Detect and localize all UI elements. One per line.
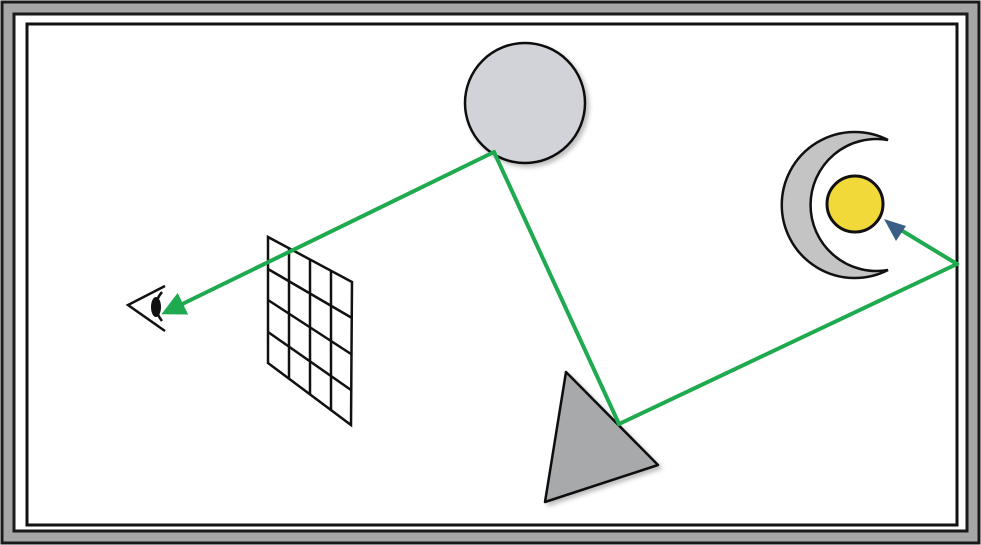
eye-icon bbox=[125, 284, 166, 333]
sphere-object bbox=[463, 41, 587, 165]
ray-sphere-to-eye bbox=[161, 150, 496, 315]
light-source-icon bbox=[780, 130, 889, 280]
ray-sphere-to-triangle bbox=[492, 150, 621, 426]
ray-triangle-to-wall bbox=[617, 262, 959, 426]
arrowhead-light bbox=[884, 219, 906, 241]
triangle-object bbox=[543, 370, 660, 504]
ray-path bbox=[161, 150, 959, 426]
image-plane-grid bbox=[266, 234, 354, 428]
